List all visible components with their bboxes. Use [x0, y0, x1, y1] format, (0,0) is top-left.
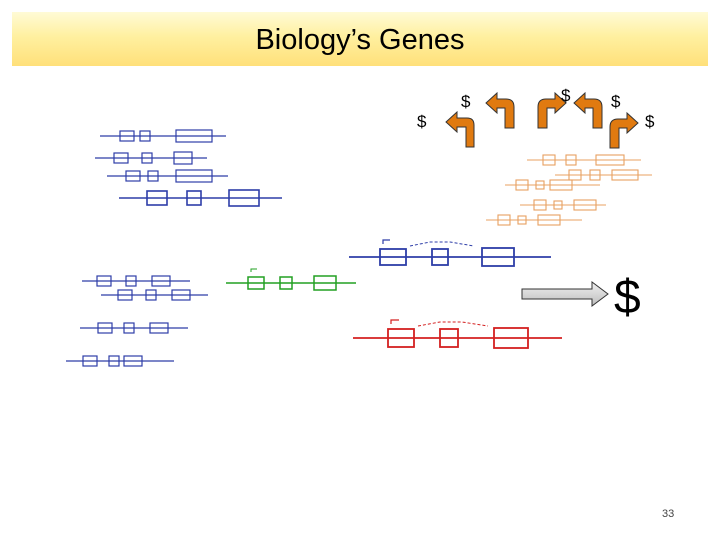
gene-construct-icon [353, 319, 562, 349]
gene-construct-icon [95, 151, 207, 165]
dollar-label: $ [611, 92, 621, 111]
page-number: 33 [662, 508, 675, 520]
dollar-label: $ [561, 86, 571, 105]
gene-construct-icon [101, 289, 208, 301]
dollar-label: $ [645, 112, 655, 131]
gene-construct-icon [486, 214, 582, 226]
gene-construct-icon [520, 199, 606, 211]
dollar-large-label: $ [614, 271, 641, 324]
process-arrow-icon [521, 281, 609, 307]
dollar-label: $ [417, 112, 427, 131]
gene-construct-icon [555, 169, 652, 181]
dollar-label: $ [461, 92, 471, 111]
gene-construct-icon [100, 129, 226, 143]
gene-construct-icon [107, 169, 228, 183]
gene-construct-icon [527, 154, 641, 166]
promoter-arrow-icon [573, 91, 603, 129]
gene-construct-icon [119, 189, 282, 207]
promoter-arrow-icon [485, 91, 515, 129]
gene-construct-icon [505, 179, 600, 191]
title-bar [12, 12, 708, 66]
promoter-arrow-icon [609, 111, 639, 149]
gene-construct-icon [349, 239, 551, 267]
gene-construct-icon [82, 275, 190, 287]
promoter-arrow-icon [537, 91, 567, 129]
promoter-arrow-icon [445, 110, 475, 148]
gene-construct-icon [226, 268, 356, 291]
slide-title: Biology’s Genes [255, 24, 465, 56]
gene-construct-icon [66, 355, 174, 367]
gene-construct-icon [80, 322, 188, 334]
